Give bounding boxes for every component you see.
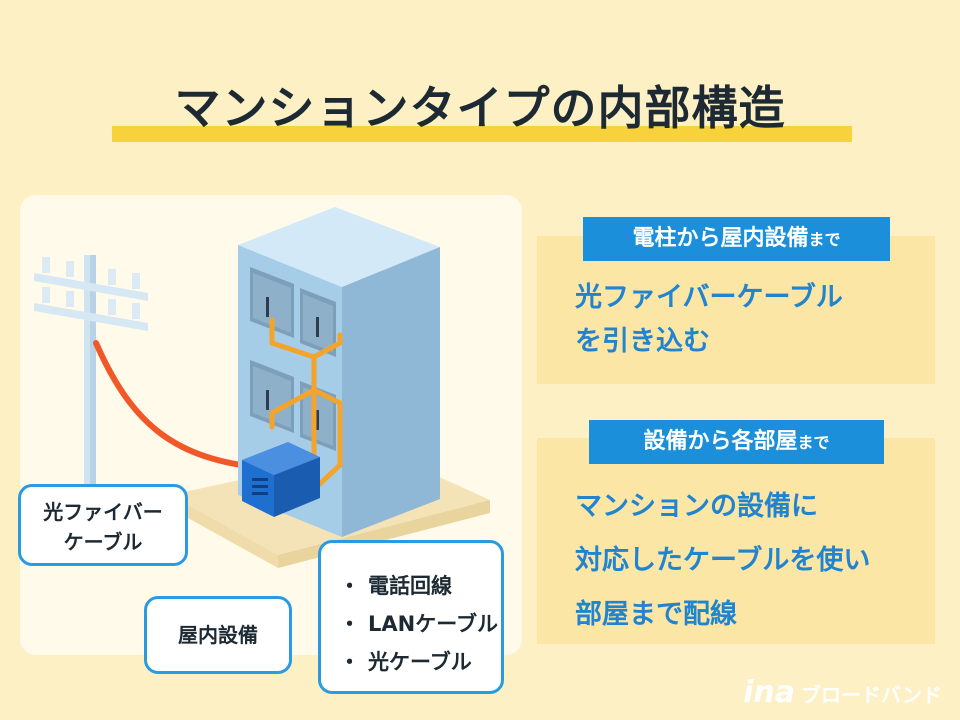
fiber-cable-callout: 光ファイバー ケーブル — [18, 484, 188, 566]
title-underline — [112, 126, 852, 142]
info-label-pole-to-equipment: 電柱から屋内設備まで — [583, 217, 890, 261]
info-panel-equipment-to-rooms — [537, 438, 935, 644]
utility-pole — [34, 255, 148, 485]
info-text-pole-to-equipment: 光ファイバーケーブル を引き込む — [575, 282, 843, 357]
fiber-callout-line2: ケーブル — [63, 530, 143, 554]
indoor-equipment-callout: 屋内設備 — [144, 596, 292, 674]
fiber-cable — [93, 340, 258, 470]
cable-type-item: ・LANケーブル — [339, 612, 498, 636]
page-title: マンションタイプの内部構造 — [174, 81, 786, 135]
building-illustration — [34, 207, 490, 568]
indoor-equipment-label: 屋内設備 — [178, 623, 258, 647]
indoor-wiring — [269, 317, 343, 496]
cable-types-callout: ・電話回線 ・LANケーブル ・光ケーブル — [318, 540, 504, 694]
cable-type-item: ・光ケーブル — [339, 650, 472, 674]
cable-type-item: ・電話回線 — [339, 574, 452, 598]
ground-platform-side — [170, 495, 278, 568]
info-label-equipment-to-rooms: 設備から各部屋まで — [589, 420, 884, 464]
fiber-callout-line1: 光ファイバー — [43, 500, 163, 524]
logo-mark: ina — [743, 675, 795, 710]
logo-text: ブロードバンド — [801, 683, 942, 707]
info-text-equipment-to-rooms: マンションの設備に 対応したケーブルを使い 部屋まで配線 — [575, 491, 871, 630]
indoor-equipment-box — [242, 442, 320, 517]
